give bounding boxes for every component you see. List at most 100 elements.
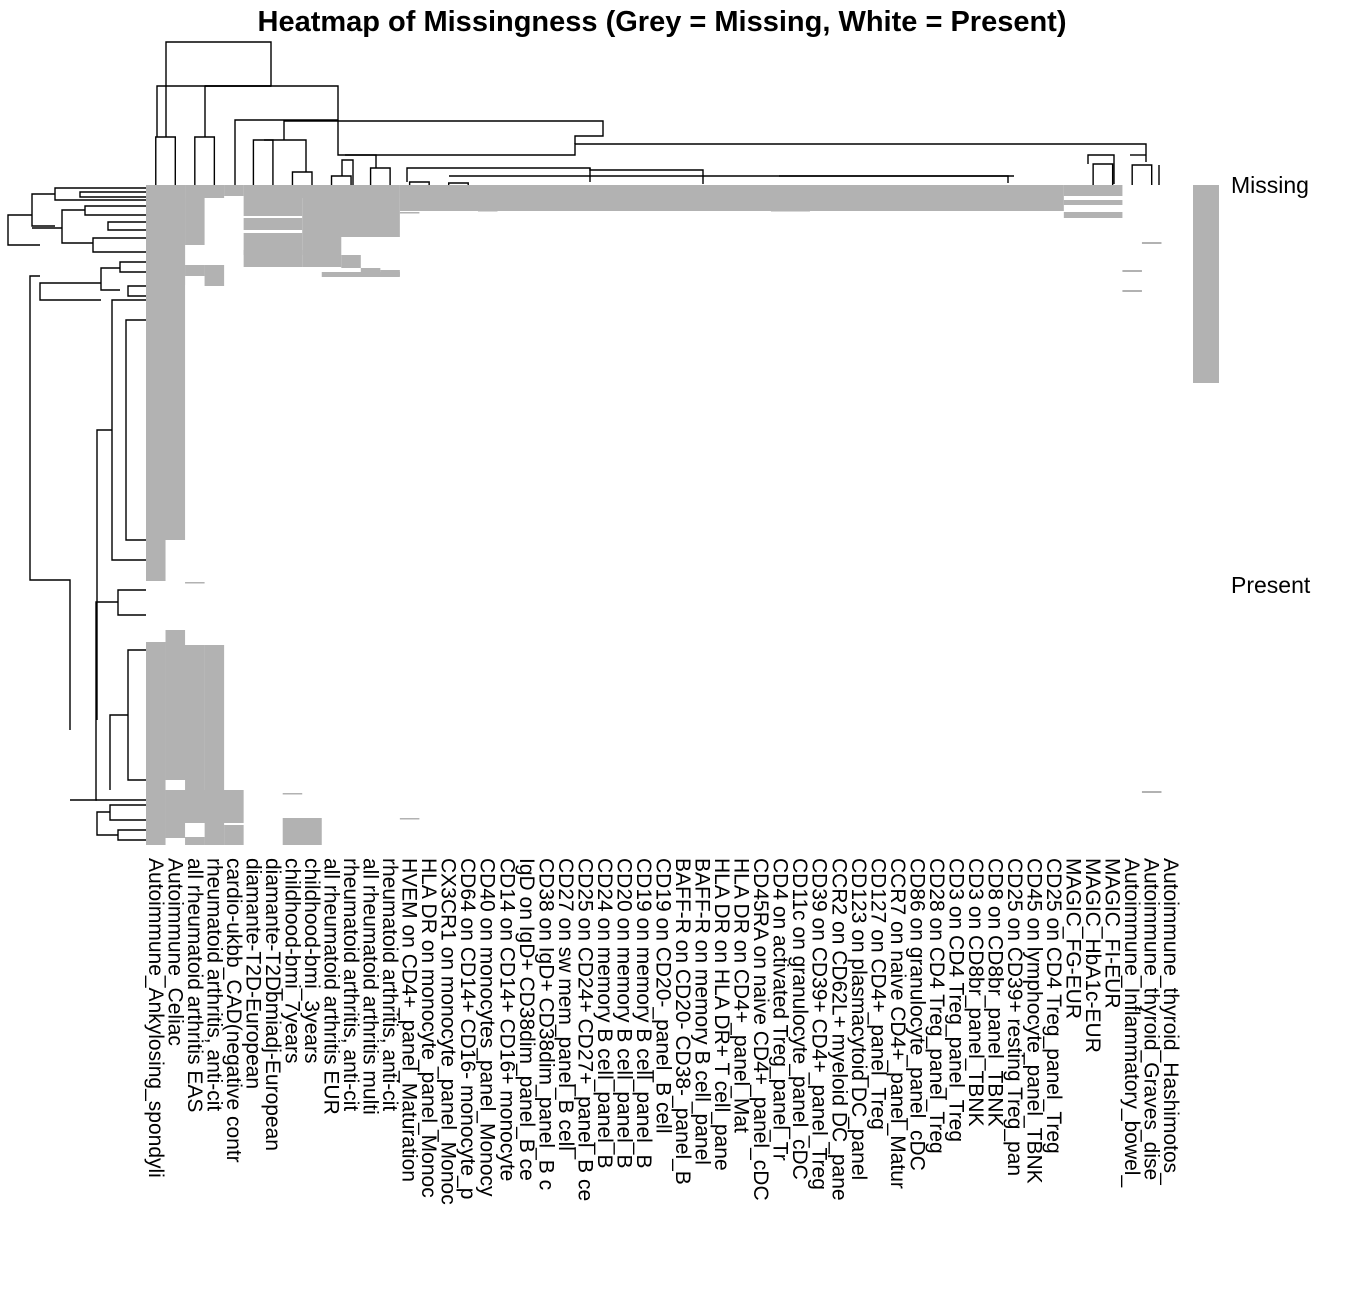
missing-cell-block — [399, 185, 1064, 211]
column-label: all rheumatoid arthritis EUR — [320, 858, 343, 1115]
missing-cell-block — [282, 818, 322, 845]
missing-row-line — [399, 212, 420, 214]
row-dendrogram-link — [96, 811, 118, 836]
missing-cell-block — [341, 255, 361, 268]
row-dendrogram-link — [96, 429, 112, 720]
present-cell-block — [185, 823, 205, 837]
column-dendrogram-branch — [1092, 163, 1114, 185]
missing-row-line — [1141, 242, 1162, 244]
column-label: rheumatoid arthritis, anti-cit — [339, 858, 362, 1111]
missing-row-line — [399, 818, 420, 820]
column-label: CD20 on memory B cell_panel_B — [612, 858, 635, 1169]
column-label: rheumatoid arthritis, anti-cit — [378, 858, 401, 1111]
column-label: childhood-bmi_7years — [280, 858, 303, 1063]
legend-label-missing: Missing — [1231, 172, 1309, 198]
missing-cell-block — [165, 630, 186, 645]
column-label: all rheumatoid arthritis EAS — [183, 858, 206, 1112]
column-label: CCR2 on CD62L+ myeloid DC_pane — [827, 858, 850, 1201]
column-label: Autoimmune_thyroid_Hashimotos_ — [1159, 858, 1182, 1185]
heatmap-cells — [146, 185, 1162, 845]
legend-label-present: Present — [1231, 572, 1311, 598]
column-dendrogram-branch — [369, 167, 391, 185]
column-label: CD25 on CD24+ CD27+_panel_B ce — [573, 858, 596, 1201]
column-label: diamante-T2D-European — [241, 858, 264, 1089]
row-dendrogram-link — [39, 282, 101, 301]
column-label: CD28 on CD4 Treg_panel_Treg — [925, 858, 948, 1154]
column-label: HVEM on CD4+_panel_Maturation — [398, 858, 421, 1182]
column-dendrogram — [155, 41, 1160, 185]
column-label: CD3 on CD8br_panel_TBNK — [964, 858, 987, 1126]
column-dendrogram-link — [264, 139, 307, 172]
missing-cell-block — [165, 645, 205, 790]
missing-cell-block — [243, 198, 303, 216]
missing-cell-block — [224, 825, 244, 845]
column-label: HLA DR on CD4+_panel_Mat — [730, 858, 753, 1133]
row-dendrogram-link — [61, 209, 93, 244]
column-label: IgD on IgD+ CD38dim_panel_B ce — [515, 858, 538, 1181]
missing-cell-block — [243, 185, 400, 198]
row-dendrogram-link — [31, 193, 55, 227]
column-label: all rheumatoid arthritis multi — [359, 858, 382, 1115]
missing-row-line — [1122, 290, 1142, 292]
column-label: CD127 on CD4+_panel_Treg — [866, 858, 889, 1130]
column-dendrogram-link — [204, 85, 271, 137]
column-label: CD14 on CD14+ CD16+ monocyte — [495, 858, 518, 1181]
missing-cell-block — [224, 185, 244, 196]
column-label: CD86 on granulocyte_panel_cDC — [905, 858, 928, 1171]
row-dendrogram-link — [117, 829, 146, 841]
column-dendrogram-link — [406, 167, 591, 182]
column-label: HLA DR on HLA DR+ T cell_pane — [710, 858, 733, 1171]
column-dendrogram-branch — [194, 136, 216, 185]
row-dendrogram-link — [92, 237, 146, 253]
column-label: Autoimmune_thyroid_Graves_dise — [1140, 858, 1163, 1180]
missing-cell-block — [185, 198, 205, 226]
column-label: CD19 on CD20-_panel_B cell — [652, 858, 675, 1134]
missing-cell-block — [146, 540, 166, 581]
column-label: Autoimmune_Ankylosing_spondyli — [144, 858, 167, 1178]
column-label: CD24 on memory B cell_panel_B — [593, 858, 616, 1169]
column-label: CD8 on CD8br_panel_TBNK — [983, 858, 1006, 1126]
column-label: rheumatoid arthritis, anti-cit — [202, 858, 225, 1111]
column-label: CD123 on plasmacytoid DC_panel — [847, 858, 870, 1180]
missing-cell-block — [185, 226, 205, 245]
row-dendrogram-link — [7, 214, 40, 246]
column-label: CD19 on memory B cell_panel_B — [632, 858, 655, 1169]
row-dendrogram — [7, 187, 146, 841]
column-dendrogram-link — [345, 143, 1147, 162]
missing-cell-block — [165, 198, 186, 233]
column-label: MAGIC_HbA1c-EUR — [1081, 858, 1104, 1053]
missing-cell-block — [204, 790, 244, 823]
column-dendrogram-link — [341, 159, 354, 185]
column-dendrogram-link — [283, 120, 604, 144]
column-label: CD25 on CD4 Treg_panel_Treg — [1042, 858, 1065, 1154]
missing-row-line — [282, 793, 303, 795]
column-label: CD4 on activated Treg_panel_Tr — [769, 858, 792, 1161]
column-label: MAGIC_FG-EUR — [1062, 858, 1085, 1019]
missing-cell-block — [165, 255, 186, 271]
missing-cell-block — [1063, 200, 1123, 205]
column-label: BAFF-R on memory B cell_panel — [691, 858, 714, 1165]
column-dendrogram-branch — [447, 182, 469, 185]
column-dendrogram-link — [589, 168, 704, 184]
missing-cell-block — [243, 218, 303, 230]
row-dendrogram-link — [109, 714, 128, 790]
column-label: childhood-bmi_3years — [300, 858, 323, 1063]
column-label: CD25 on CD39+ resting Treg_pan — [1003, 858, 1026, 1176]
row-dendrogram-link — [111, 299, 146, 561]
column-label: MAGIC_FI-EUR — [1101, 858, 1124, 1009]
column-dendrogram-branch — [291, 171, 313, 185]
row-dendrogram-link — [127, 649, 146, 781]
row-dendrogram-link — [109, 804, 146, 821]
column-dendrogram-branch — [1131, 164, 1153, 185]
column-label: CD45 on lymphocyte_panel_TBNK — [1023, 858, 1046, 1184]
column-label: Autoimmune_Inflammatory_bowel_ — [1120, 858, 1143, 1187]
column-dendrogram-branch — [155, 136, 176, 185]
missing-cell-block — [165, 790, 205, 823]
row-dendrogram-link — [29, 275, 71, 730]
missing-cell-block — [321, 272, 400, 277]
column-label: CD64 on CD14+ CD16- monocyte_p — [456, 858, 479, 1199]
row-dendrogram-link — [117, 589, 146, 616]
column-label: CD11c on granulocyte_panel_cDC — [788, 858, 811, 1180]
present-cell-block — [165, 838, 186, 845]
